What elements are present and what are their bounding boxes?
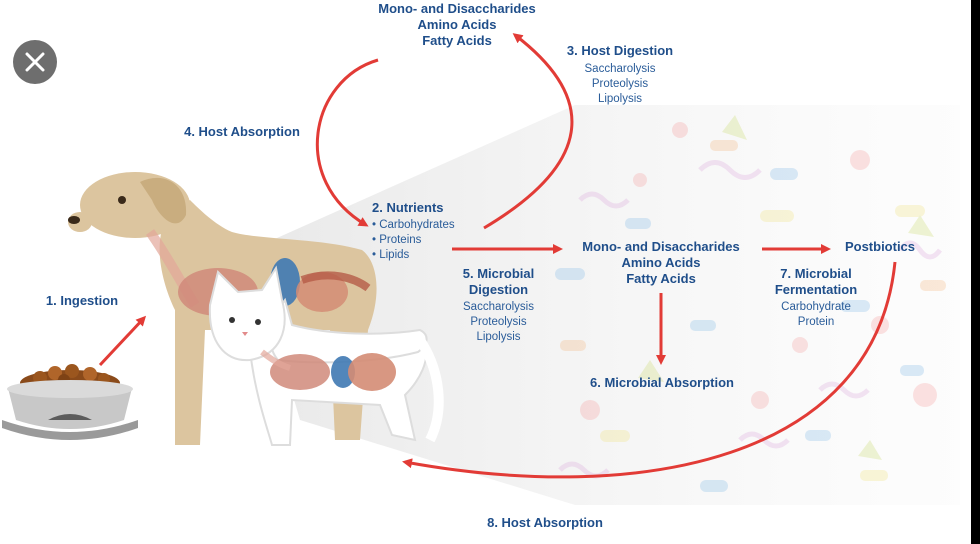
step-7-title: 7. Microbial [780,266,852,281]
step-3-item: Saccharolysis [584,62,656,75]
step-7-microbial-fermentation: 7. Microbial Fermentation Carbohydrate P… [760,266,872,330]
close-icon [25,52,45,72]
middle-node-line: Amino Acids [621,254,701,270]
step-5-microbial-digestion: 5. Microbial Digestion Saccharolysis Pro… [436,266,561,345]
close-button[interactable] [13,40,57,84]
step-1-ingestion: 1. Ingestion [45,293,119,308]
step-8-host-absorption: 8. Host Absorption [487,515,603,530]
step-7-title: Fermentation [774,281,858,297]
step-5-item: Lipolysis [476,330,521,343]
step-5-title: 5. Microbial [462,266,535,281]
arrow-host-absorption-4 [315,58,379,227]
step-5-item: Saccharolysis [463,300,534,313]
step-3-host-digestion: 3. Host Digestion Saccharolysis Proteoly… [545,43,695,107]
step-6-microbial-absorption: 6. Microbial Absorption [590,375,734,390]
arrow-host-digestion [483,33,574,230]
middle-node-line: Mono- and Disaccharides [582,239,740,254]
step-7-item: Protein [797,315,835,328]
top-node-line: Fatty Acids [422,32,492,48]
step-4-host-absorption: 4. Host Absorption [184,124,300,139]
step-2-item: • Proteins [372,233,422,246]
cat-illustration [208,265,444,446]
step-3-item: Proteolysis [591,77,649,90]
postbiotics-label: Postbiotics [844,239,916,254]
window-edge [971,0,980,544]
step-2-item: • Carbohydrates [372,218,455,231]
arrow-ingestion [98,315,147,367]
microbe-background [555,115,946,492]
middle-node-line: Fatty Acids [626,270,696,286]
step-3-item: Lipolysis [597,92,643,105]
food-bowl [2,364,138,440]
step-5-title: Digestion [468,281,529,297]
top-node-line: Mono- and Disaccharides [378,1,536,16]
step-7-item: Carbohydrate [781,300,851,313]
dog-illustration [68,172,377,445]
step-5-item: Proteolysis [470,315,527,328]
top-nutrient-node: Mono- and Disaccharides Amino Acids Fatt… [357,1,557,49]
arrow-host-absorption-8 [402,261,897,479]
step-2-title: 2. Nutrients [372,200,444,215]
magnified-gut-cone [250,105,960,505]
step-2-nutrients: 2. Nutrients • Carbohydrates • Proteins … [372,200,482,263]
flow-arrows [98,33,897,479]
middle-nutrient-node: Mono- and Disaccharides Amino Acids Fatt… [565,239,757,287]
step-2-item: • Lipids [372,248,410,261]
step-3-title: 3. Host Digestion [566,43,674,58]
top-node-line: Amino Acids [417,16,497,32]
